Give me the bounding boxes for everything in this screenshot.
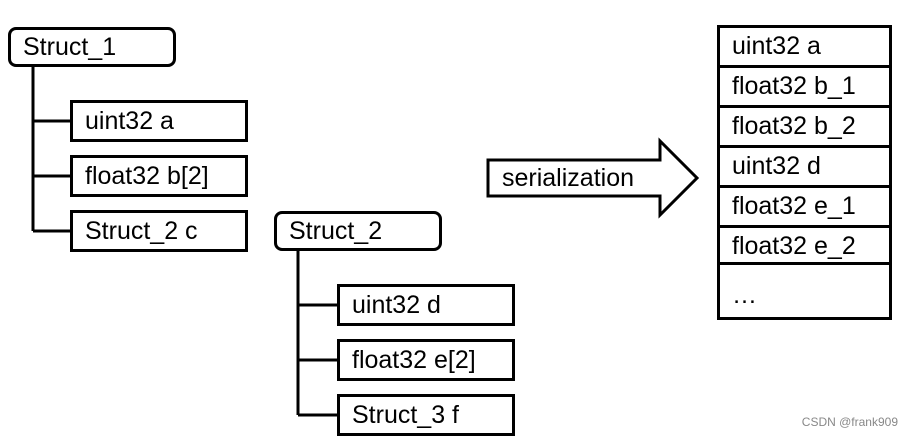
tree1-connectors [31,64,71,233]
serialization-arrow-icon [486,137,700,219]
struct1-root-label: Struct_1 [23,32,117,61]
struct2-field-d-label: uint32 d [352,290,441,319]
serialized-cell-label: uint32 d [732,152,821,180]
struct1-field-b-label: float32 b[2] [85,161,209,190]
serialized-cell-label: uint32 a [732,32,821,60]
watermark: CSDN @frank909 [801,415,898,429]
serialized-cell-label: float32 e_2 [732,232,856,260]
struct2-field-f-label: Struct_3 f [352,400,459,429]
struct2-root-node: Struct_2 [274,211,442,251]
struct1-field-a: uint32 a [70,100,248,142]
serialized-cell-ellipsis: … [717,262,892,320]
struct2-field-f: Struct_3 f [337,394,515,436]
serialized-cell: uint32 a [717,25,892,65]
struct1-field-b: float32 b[2] [70,155,248,197]
serialized-cell-label: float32 b_1 [732,72,856,100]
struct2-field-e: float32 e[2] [337,339,515,381]
serialization-label: serialization [502,163,635,192]
serialized-cell: float32 b_2 [717,105,892,145]
serialized-cell: uint32 d [717,145,892,185]
struct1-field-c: Struct_2 c [70,210,248,252]
serialized-cell: float32 b_1 [717,65,892,105]
struct1-field-c-label: Struct_2 c [85,216,198,245]
struct1-root-node: Struct_1 [8,27,176,67]
serialized-cell-label: float32 e_1 [732,192,856,220]
serialized-cell-label: float32 b_2 [732,112,856,140]
serialized-cell: float32 e_1 [717,185,892,225]
serialized-cell: float32 e_2 [717,225,892,265]
struct2-field-d: uint32 d [337,284,515,326]
struct2-root-label: Struct_2 [289,216,383,245]
tree2-connectors [296,249,338,417]
struct1-field-a-label: uint32 a [85,106,174,135]
serialized-ellipsis-label: … [732,281,757,309]
struct2-field-e-label: float32 e[2] [352,345,476,374]
